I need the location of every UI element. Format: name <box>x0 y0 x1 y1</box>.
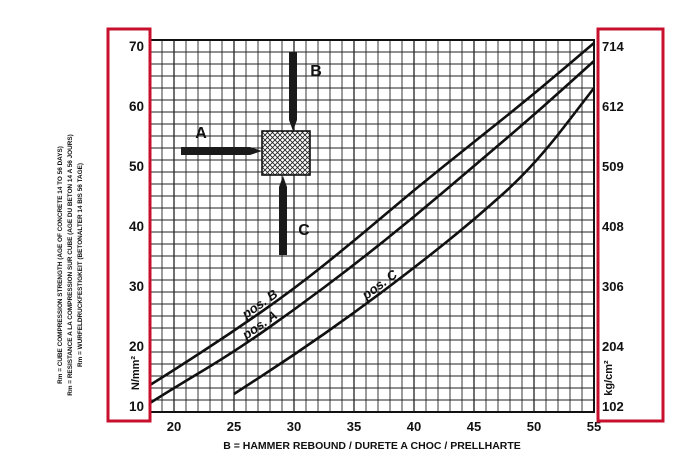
hammer-arrow-b <box>289 52 297 131</box>
x-tick-label: 25 <box>227 419 241 434</box>
x-tick-label: 45 <box>467 419 481 434</box>
x-tick-label: 50 <box>527 419 541 434</box>
axis-ticks: 20 25 30 35 40 45 50 55 10 20 30 40 50 60 70 102 204 306 4… <box>129 39 624 434</box>
x-tick-label: 35 <box>347 419 361 434</box>
hammer-arrow-c <box>279 176 287 255</box>
y-left-tick-label: 50 <box>129 159 144 174</box>
direction-label: C <box>298 222 310 239</box>
side-caption: Rm = CUBE COMPRESSION STRENGTH (AGE OF C… <box>57 134 84 396</box>
y-left-tick-label: 30 <box>129 279 144 294</box>
x-tick-label: 55 <box>587 419 601 434</box>
x-tick-label: 30 <box>287 419 301 434</box>
side-caption-line: Rm = CUBE COMPRESSION STRENGTH (AGE OF C… <box>57 146 64 384</box>
series-line <box>149 60 595 405</box>
hammer-direction-diagram: A B C <box>181 52 322 255</box>
left-unit-label: N/mm² <box>130 356 142 391</box>
left-axis-highlight <box>106 27 152 423</box>
x-axis-label: B = HAMMER REBOUND / DURETE A CHOC / PRE… <box>223 440 521 452</box>
x-tick-label: 40 <box>407 419 421 434</box>
series-line <box>149 42 595 387</box>
direction-label: A <box>195 125 207 142</box>
y-right-tick-label: 102 <box>602 399 624 414</box>
y-left-tick-label: 40 <box>129 219 144 234</box>
y-right-tick-label: 408 <box>602 219 624 234</box>
y-right-tick-label: 306 <box>602 279 624 294</box>
hammer-arrow-a <box>181 147 262 155</box>
right-axis-highlight <box>596 27 665 423</box>
y-left-tick-label: 10 <box>129 399 144 414</box>
y-right-tick-label: 509 <box>602 159 624 174</box>
y-right-tick-label: 204 <box>602 339 624 354</box>
series-line <box>233 87 596 396</box>
series-label: pos. C <box>358 266 400 303</box>
x-tick-label: 20 <box>167 419 181 434</box>
right-unit-label: kg/cm² <box>603 360 615 396</box>
side-caption-line: Rm = RESISTANCE A LA COMPRESSION SUR CUB… <box>67 134 74 396</box>
y-left-tick-label: 60 <box>129 99 144 114</box>
y-left-tick-label: 20 <box>129 339 144 354</box>
y-right-tick-label: 714 <box>602 39 624 54</box>
specimen-block <box>261 130 311 176</box>
y-right-tick-label: 612 <box>602 99 624 114</box>
y-left-tick-label: 70 <box>129 39 144 54</box>
side-caption-line: Rm = WURFELDRUCKFESTIGKEIT (BETONALTER 1… <box>77 163 84 367</box>
direction-label: B <box>310 63 322 80</box>
